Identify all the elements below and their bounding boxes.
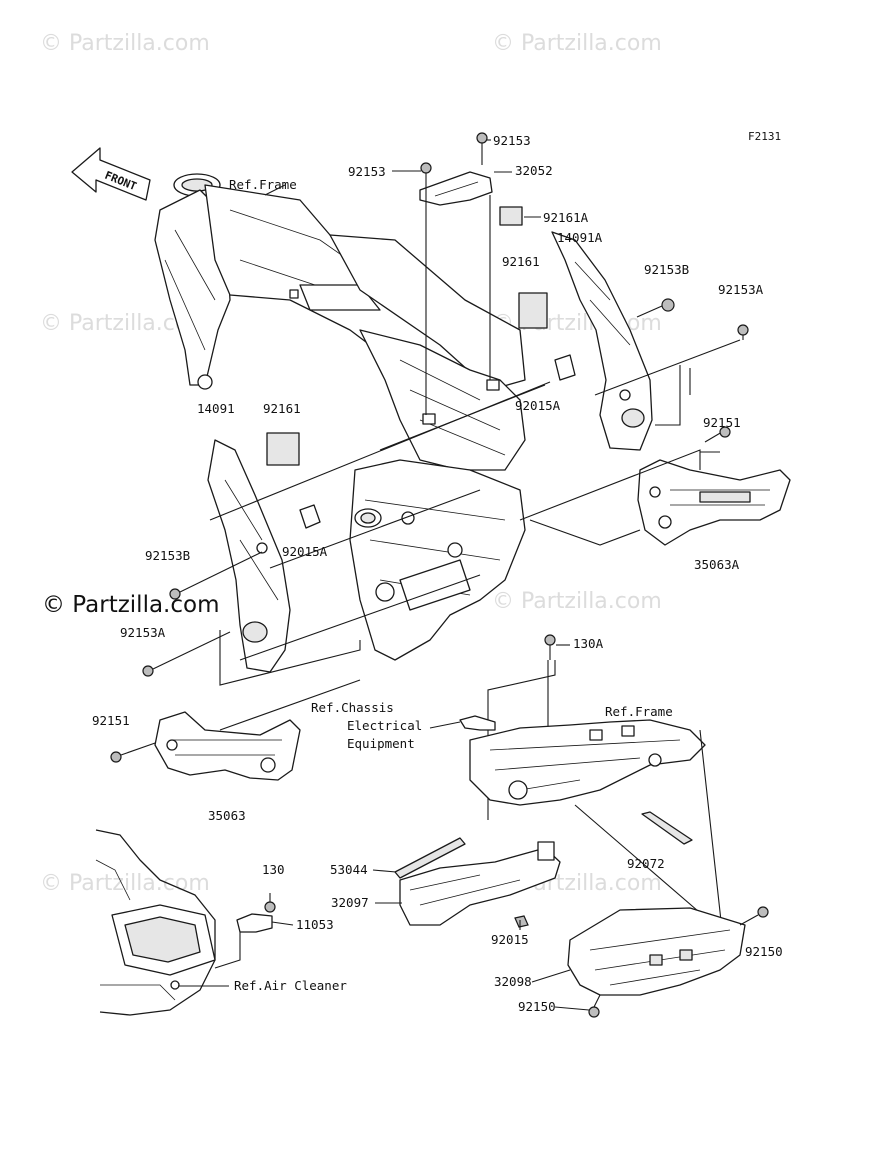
frame-drawing bbox=[154, 173, 526, 661]
label-92015A-right: 92015A bbox=[515, 398, 561, 413]
callout-labels: Ref.Frame 92153 92153 32052 92161A 14091… bbox=[92, 133, 783, 1014]
label-32097: 32097 bbox=[331, 895, 369, 910]
label-53044: 53044 bbox=[330, 862, 368, 877]
label-92015A-left: 92015A bbox=[282, 544, 328, 559]
watermark-main: © Partzilla.com bbox=[42, 592, 220, 618]
label-92161-right: 92161 bbox=[502, 254, 540, 269]
bolt-130 bbox=[264, 893, 276, 913]
label-92153-top: 92153 bbox=[493, 133, 531, 148]
strap-92072 bbox=[641, 811, 693, 845]
watermarks: © Partzilla.com © Partzilla.com © Partzi… bbox=[40, 31, 662, 896]
nut-92015 bbox=[514, 915, 529, 928]
label-92150-bottom: 92150 bbox=[518, 999, 556, 1014]
bolt-92153A-left bbox=[142, 631, 231, 677]
label-leaders bbox=[178, 139, 720, 1011]
bracket-32052 bbox=[419, 132, 493, 206]
undercover-32098 bbox=[567, 907, 746, 996]
leader-lines bbox=[209, 152, 741, 731]
watermark-top-right: © Partzilla.com bbox=[492, 31, 662, 56]
bolt-92153B-right bbox=[636, 298, 675, 318]
diagram-code: F2131 bbox=[748, 130, 781, 143]
bolt-92151-right bbox=[704, 426, 731, 443]
label-92153B-left: 92153B bbox=[145, 548, 190, 563]
bolt-92150-bottom bbox=[588, 994, 601, 1018]
bolt-130A bbox=[544, 634, 556, 660]
label-92151-right: 92151 bbox=[703, 415, 741, 430]
watermark-center-right: © Partzilla.com bbox=[492, 589, 662, 614]
label-92153-left: 92153 bbox=[348, 164, 386, 179]
label-ref-frame-bottom: Ref.Frame bbox=[605, 704, 673, 719]
watermark-top-left: © Partzilla.com bbox=[40, 31, 210, 56]
label-ref-chassis-2: Electrical bbox=[347, 718, 422, 733]
label-92150-right: 92150 bbox=[745, 944, 783, 959]
pad-92161-right bbox=[518, 292, 548, 329]
label-11053: 11053 bbox=[296, 917, 334, 932]
label-35063: 35063 bbox=[208, 808, 246, 823]
label-ref-frame-top: Ref.Frame bbox=[229, 177, 297, 192]
label-32052: 32052 bbox=[515, 163, 553, 178]
label-ref-air-cleaner: Ref.Air Cleaner bbox=[234, 978, 347, 993]
label-92161-left: 92161 bbox=[263, 401, 301, 416]
label-130: 130 bbox=[262, 862, 285, 877]
collar-92015A-right bbox=[554, 354, 576, 381]
label-35063A: 35063A bbox=[694, 557, 740, 572]
label-92072: 92072 bbox=[627, 856, 665, 871]
label-92151-left: 92151 bbox=[92, 713, 130, 728]
label-ref-chassis-3: Equipment bbox=[347, 736, 415, 751]
label-92161A: 92161A bbox=[543, 210, 589, 225]
label-14091: 14091 bbox=[197, 401, 235, 416]
bolt-92150-right bbox=[739, 906, 769, 926]
label-92015: 92015 bbox=[491, 932, 529, 947]
chassis-bracket bbox=[459, 715, 496, 731]
label-14091A: 14091A bbox=[557, 230, 603, 245]
pad-92161A bbox=[499, 206, 523, 226]
clip-11053 bbox=[236, 913, 273, 933]
collar-92015A-left bbox=[299, 504, 321, 529]
label-ref-chassis-1: Ref.Chassis bbox=[311, 700, 394, 715]
bolt-92153B-left bbox=[169, 551, 263, 600]
label-92153B-right: 92153B bbox=[644, 262, 689, 277]
tube-53044 bbox=[394, 837, 466, 879]
air-cleaner-body bbox=[95, 829, 216, 1016]
label-130A: 130A bbox=[573, 636, 604, 651]
front-arrow-icon: FRONT bbox=[71, 147, 151, 201]
label-92153A-left: 92153A bbox=[120, 625, 166, 640]
pad-92161-left bbox=[266, 432, 300, 466]
watermark-bottom-left: © Partzilla.com bbox=[40, 871, 210, 896]
bolt-92153A-right bbox=[737, 324, 749, 340]
label-92153A-right: 92153A bbox=[718, 282, 764, 297]
label-32098: 32098 bbox=[494, 974, 532, 989]
case-32097 bbox=[399, 847, 561, 926]
bolt-92151-left bbox=[110, 741, 159, 763]
